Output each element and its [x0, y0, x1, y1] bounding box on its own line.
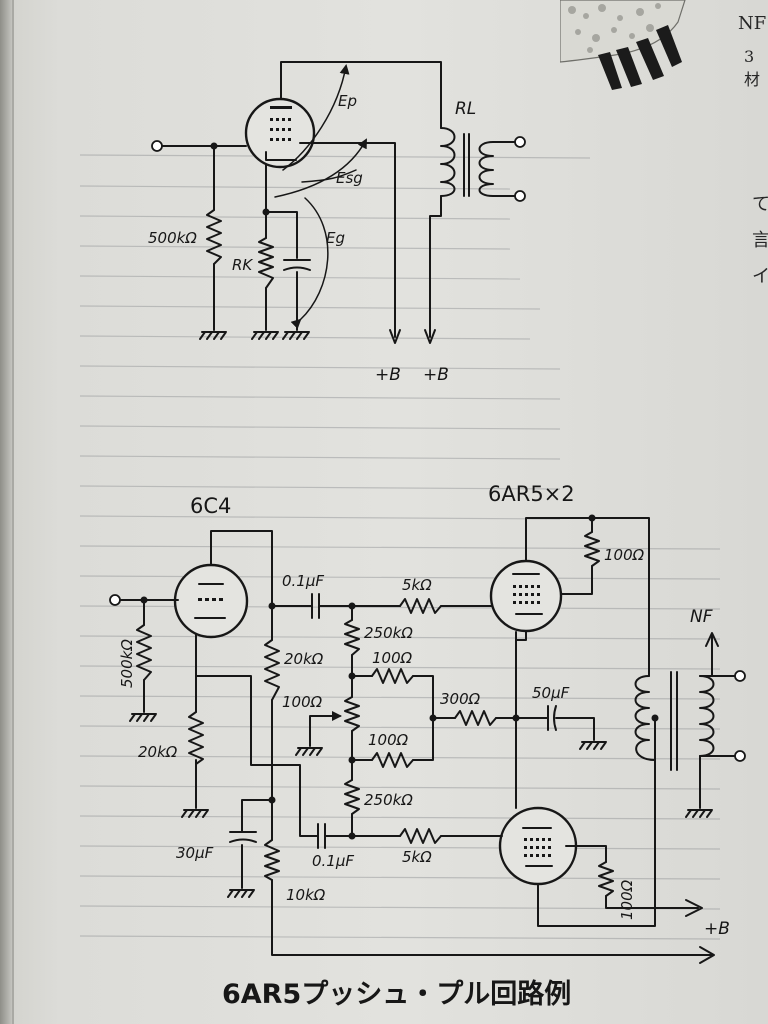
tube-6c4 — [173, 563, 249, 639]
figure-caption: 6AR5プッシュ・プル回路例 — [222, 978, 571, 1010]
label-250k-top: 250kΩ — [364, 624, 413, 642]
label-10k: 10kΩ — [286, 886, 326, 904]
label-rl: RL — [455, 99, 476, 119]
resistor-5k-bottom — [399, 828, 442, 844]
top-ground-3 — [282, 331, 310, 340]
resistor-6c4-plate-20k — [264, 639, 280, 701]
tube-photo — [560, 0, 686, 90]
label-top-plusb-1: +B — [375, 365, 401, 385]
ground-6c4-cathode — [181, 809, 209, 818]
top-output-terminal-1 — [514, 136, 526, 148]
ground-6c4-grid — [129, 713, 157, 722]
label-250k-bottom: 250kΩ — [364, 791, 413, 809]
page-binding-shadow — [0, 0, 12, 1024]
bottom-output-terminal-1 — [734, 670, 746, 682]
resistor-sg-bottom-100 — [598, 861, 614, 897]
label-100-a: 100Ω — [372, 649, 413, 667]
label-ep: Ep — [338, 92, 357, 110]
ground-transformer — [685, 809, 713, 818]
label-pot-100: 100Ω — [282, 693, 323, 711]
label-bottom-plusb: +B — [704, 919, 730, 939]
top-pentode-tube — [244, 97, 316, 169]
potentiometer-100 — [344, 696, 360, 732]
label-c-in-bottom: 0.1μF — [312, 852, 354, 870]
label-6c4-cathode-20k: 20kΩ — [138, 743, 178, 761]
label-100-b: 100Ω — [368, 731, 409, 749]
bottom-input-terminal — [109, 594, 121, 606]
ground-50uf — [579, 741, 607, 750]
label-top-500k: 500kΩ — [148, 229, 197, 247]
margin-text-3: て — [752, 194, 768, 215]
resistor-6c4-grid-500k — [136, 624, 152, 681]
resistor-250k-bottom — [344, 779, 360, 815]
resistor-5k-top — [399, 598, 442, 614]
resistor-sg-top-100 — [584, 531, 600, 567]
label-esg: Esg — [336, 169, 363, 187]
tube-6ar5-bottom — [498, 806, 578, 886]
ground-pot — [295, 747, 323, 756]
label-6c4-grid-500k: 500kΩ — [118, 639, 136, 688]
margin-text-1: NF — [738, 13, 767, 34]
tube-6ar5-top — [489, 559, 563, 633]
top-output-transformer — [440, 127, 494, 197]
resistor-100-a — [371, 668, 414, 684]
resistor-250k-top — [344, 619, 360, 656]
margin-text-4: 言 — [752, 230, 768, 251]
label-6ar5x2: 6AR5×2 — [488, 482, 575, 506]
label-eg: Eg — [326, 229, 345, 247]
label-30uf: 30μF — [176, 844, 214, 862]
label-r-top-5k: 5kΩ — [402, 576, 432, 594]
label-top-plusb-2: +B — [423, 365, 449, 385]
bottom-output-transformer — [634, 671, 736, 909]
resistor-10k — [264, 839, 280, 881]
label-r-bottom-5k: 5kΩ — [402, 848, 432, 866]
label-6c4: 6C4 — [190, 494, 231, 518]
top-circuit: Ep Esg Eg RL 500kΩ RK +B +B — [148, 61, 526, 385]
margin-text-5: イ — [752, 266, 768, 287]
label-r-plate-20k: 20kΩ — [284, 650, 324, 668]
top-input-terminal — [151, 140, 163, 152]
label-c-in-top: 0.1μF — [282, 572, 324, 590]
label-rk: RK — [232, 256, 253, 274]
resistor-6c4-cathode-20k — [188, 711, 204, 765]
bottom-output-terminal-2 — [734, 750, 746, 762]
top-cathode-capacitor — [283, 259, 311, 271]
ground-30uf — [227, 889, 255, 898]
label-50uf: 50μF — [532, 684, 570, 702]
bottom-circuit: 6C4 6AR5×2 0.1μF 5kΩ 20kΩ 250kΩ 100Ω 100… — [109, 482, 746, 1010]
page-edge — [12, 0, 14, 1024]
label-sg-bottom-100: 100Ω — [618, 879, 636, 920]
top-ground-1 — [199, 331, 227, 340]
top-ground-2 — [251, 331, 279, 340]
capacitor-50uf — [547, 705, 557, 731]
resistor-100-b — [371, 752, 414, 768]
label-nf: NF — [690, 607, 713, 627]
margin-text-2: 3 材 — [744, 47, 761, 89]
label-300: 300Ω — [440, 690, 481, 708]
top-cathode-resistor — [258, 237, 274, 289]
resistor-300 — [454, 710, 497, 726]
top-grid-resistor — [206, 209, 222, 265]
top-output-terminal-2 — [514, 190, 526, 202]
label-sg-top-100: 100Ω — [604, 546, 645, 564]
